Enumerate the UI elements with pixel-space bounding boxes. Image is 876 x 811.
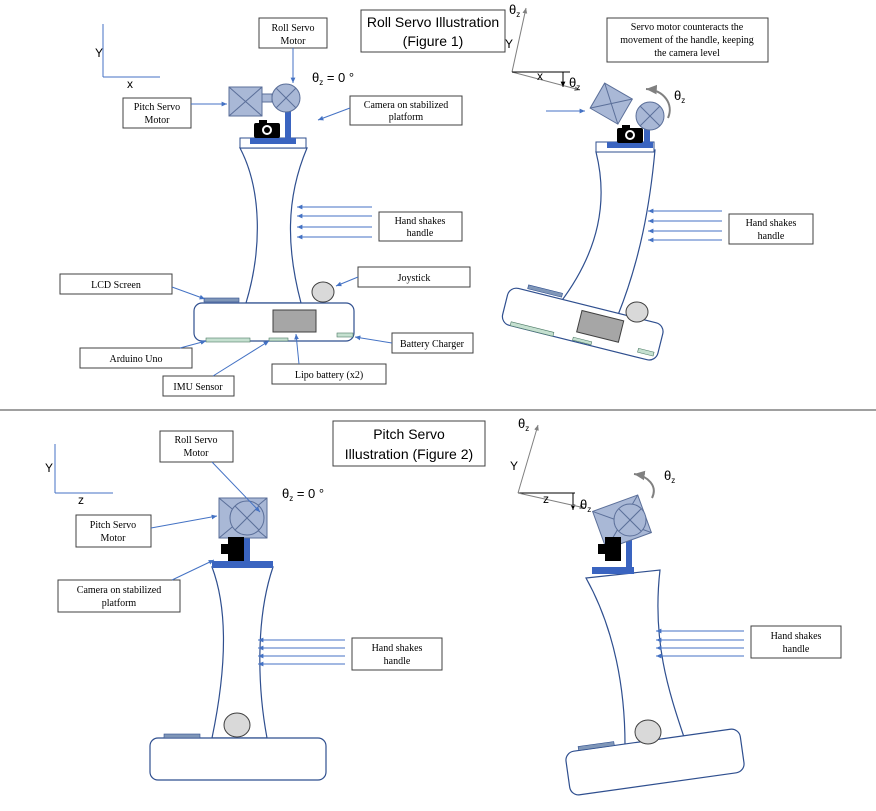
svg-text:Motor: Motor bbox=[101, 533, 127, 544]
figure1-left-theta: θz = 0 ° bbox=[312, 70, 354, 87]
lcd-screen bbox=[203, 297, 240, 303]
svg-text:movement of the handle, keepin: movement of the handle, keeping bbox=[620, 35, 754, 46]
theta-subscript: z bbox=[319, 78, 323, 87]
figure2-title-box: Pitch Servo Illustration (Figure 2) bbox=[332, 420, 486, 467]
svg-text:Pitch Servo: Pitch Servo bbox=[90, 520, 136, 531]
imu-sensor bbox=[268, 337, 289, 342]
figure1-title-line1: Roll Servo Illustration bbox=[367, 14, 499, 30]
label-lcd-screen: LCD Screen bbox=[59, 273, 206, 300]
axis-x-label: x bbox=[127, 77, 133, 91]
svg-text:Y: Y bbox=[505, 37, 513, 51]
svg-text:x: x bbox=[537, 69, 543, 83]
label-roll-servo-fig2: Roll Servo Motor bbox=[159, 430, 261, 513]
figure1-right-note: Servo motor counteracts the movement of … bbox=[606, 17, 769, 63]
svg-text:Hand shakes: Hand shakes bbox=[395, 216, 446, 227]
svg-text:θz: θz bbox=[664, 468, 675, 485]
svg-text:Arduino Uno: Arduino Uno bbox=[109, 354, 162, 365]
label-hand-shakes-right-fig1: Hand shakes handle bbox=[728, 213, 814, 245]
svg-text:Motor: Motor bbox=[145, 115, 171, 126]
label-lipo-battery: Lipo battery (x2) bbox=[271, 333, 387, 385]
svg-text:z: z bbox=[78, 493, 84, 507]
svg-text:Roll Servo: Roll Servo bbox=[271, 23, 314, 34]
figure1-title-line2: (Figure 1) bbox=[403, 33, 464, 49]
svg-text:Y: Y bbox=[45, 461, 53, 475]
svg-text:handle: handle bbox=[384, 656, 411, 667]
label-roll-servo-motor: Roll Servo Motor bbox=[258, 17, 328, 83]
camera-side-icon bbox=[221, 537, 244, 561]
svg-text:handle: handle bbox=[758, 231, 785, 242]
svg-text:Illustration (Figure 2): Illustration (Figure 2) bbox=[345, 446, 473, 462]
svg-text:LCD Screen: LCD Screen bbox=[91, 280, 141, 291]
svg-text:Camera on stabilized: Camera on stabilized bbox=[77, 585, 161, 596]
label-camera-fig2: Camera on stabilized platform bbox=[57, 559, 215, 613]
figure1-left-gimbal bbox=[193, 83, 372, 343]
figure2-left-gimbal bbox=[149, 497, 345, 781]
svg-text:z: z bbox=[543, 492, 549, 506]
svg-text:handle: handle bbox=[783, 644, 810, 655]
svg-text:Battery Charger: Battery Charger bbox=[400, 339, 465, 350]
label-camera-platform: Camera on stabilized platform bbox=[317, 95, 463, 126]
svg-text:Hand shakes: Hand shakes bbox=[771, 631, 822, 642]
label-battery-charger: Battery Charger bbox=[354, 332, 474, 354]
svg-text:handle: handle bbox=[407, 228, 434, 239]
label-hand-shakes-fig2-right: Hand shakes handle bbox=[750, 625, 842, 659]
svg-text:Pitch Servo: Pitch Servo bbox=[373, 426, 445, 442]
svg-text:IMU Sensor: IMU Sensor bbox=[173, 382, 223, 393]
svg-text:Servo motor counteracts the: Servo motor counteracts the bbox=[631, 22, 744, 33]
svg-text:Roll Servo: Roll Servo bbox=[174, 435, 217, 446]
svg-text:Hand shakes: Hand shakes bbox=[746, 218, 797, 229]
handle-outline bbox=[239, 147, 308, 304]
label-joystick: Joystick bbox=[335, 266, 471, 288]
lipo-battery bbox=[272, 309, 317, 333]
figure1-title-box: Roll Servo Illustration (Figure 1) bbox=[360, 9, 506, 53]
label-hand-shakes-fig2-left: Hand shakes handle bbox=[351, 637, 443, 671]
svg-text:Camera on stabilized: Camera on stabilized bbox=[364, 100, 448, 111]
svg-text:Motor: Motor bbox=[184, 448, 210, 459]
figure1-left-axes: Y x bbox=[95, 24, 160, 91]
svg-text:θz: θz bbox=[674, 88, 685, 105]
mount-arm bbox=[285, 100, 291, 138]
svg-text:θz: θz bbox=[580, 497, 591, 514]
camera-mount bbox=[250, 138, 296, 144]
axis-y-label: Y bbox=[95, 46, 103, 60]
figure2-right-gimbal: θz bbox=[565, 468, 745, 796]
joystick bbox=[311, 281, 335, 303]
svg-text:Hand shakes: Hand shakes bbox=[372, 643, 423, 654]
svg-text:Lipo battery (x2): Lipo battery (x2) bbox=[295, 370, 363, 381]
figure1-right-gimbal: θz bbox=[501, 82, 722, 361]
svg-text:θz: θz bbox=[518, 416, 529, 433]
label-pitch-servo-fig2: Pitch Servo Motor bbox=[75, 514, 218, 548]
theta-value: = 0 ° bbox=[323, 70, 354, 85]
label-arduino: Arduino Uno bbox=[79, 340, 207, 369]
figure2-left-theta: θz = 0 ° bbox=[282, 486, 324, 503]
figure2-left-axes: Y z bbox=[45, 444, 113, 507]
svg-text:the camera level: the camera level bbox=[654, 48, 720, 59]
camera-icon bbox=[254, 120, 280, 138]
svg-text:θz = 0 °: θz = 0 ° bbox=[282, 486, 324, 503]
figure1-right-axes: θz Y x θz bbox=[505, 2, 580, 92]
svg-text:Pitch Servo: Pitch Servo bbox=[134, 102, 180, 113]
svg-text:Joystick: Joystick bbox=[398, 273, 431, 284]
svg-text:platform: platform bbox=[389, 112, 424, 123]
theta-symbol: θ bbox=[312, 70, 319, 85]
svg-text:θz: θz bbox=[509, 2, 520, 19]
figure2-right-axes: θz Y z θz bbox=[510, 416, 591, 514]
label-imu-sensor: IMU Sensor bbox=[162, 340, 270, 397]
arduino-board bbox=[205, 337, 251, 343]
svg-text:platform: platform bbox=[102, 598, 137, 609]
svg-text:θz: θz bbox=[569, 75, 580, 92]
label-hand-shakes-left: Hand shakes handle bbox=[378, 211, 463, 242]
label-pitch-servo-motor: Pitch Servo Motor bbox=[122, 97, 227, 129]
svg-text:θz = 0 °: θz = 0 ° bbox=[312, 70, 354, 87]
battery-charger-board bbox=[336, 332, 354, 338]
svg-text:Y: Y bbox=[510, 459, 518, 473]
svg-text:Motor: Motor bbox=[281, 36, 307, 47]
